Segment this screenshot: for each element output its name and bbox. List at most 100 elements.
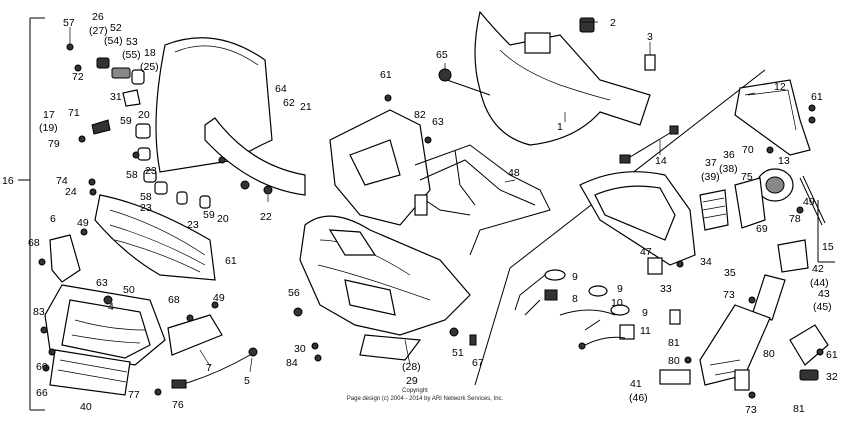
part-label[interactable]: 5	[244, 375, 250, 387]
part-label[interactable]: (44)	[810, 277, 829, 289]
part-label[interactable]: 37	[705, 157, 717, 169]
part-label[interactable]: 30	[294, 343, 306, 355]
part-label[interactable]: 61	[225, 255, 237, 267]
part-label[interactable]: 68	[168, 294, 180, 306]
part-label[interactable]: 23	[145, 165, 157, 177]
part-label[interactable]: 11	[640, 325, 651, 337]
part-label[interactable]: 70	[742, 144, 754, 156]
part-label[interactable]: 23	[187, 219, 199, 231]
part-label[interactable]: 81	[668, 337, 680, 349]
part-label[interactable]: 58	[126, 169, 138, 181]
part-label[interactable]: 35	[724, 267, 736, 279]
part-label[interactable]: 18	[144, 47, 156, 59]
part-label[interactable]: 34	[700, 256, 712, 268]
part-label[interactable]: 7	[206, 362, 212, 374]
part-label[interactable]: (39)	[701, 171, 720, 183]
part-label[interactable]: 52	[110, 22, 122, 34]
part-label[interactable]: 15	[822, 241, 834, 253]
part-label[interactable]: 21	[300, 101, 312, 113]
part-label[interactable]: 20	[138, 109, 150, 121]
part-label[interactable]: 50	[123, 284, 135, 296]
part-label[interactable]: 61	[826, 349, 838, 361]
part-label[interactable]: (55)	[122, 49, 141, 61]
part-label[interactable]: (28)	[402, 361, 421, 373]
part-label[interactable]: 83	[33, 306, 45, 318]
part-label[interactable]: 53	[126, 36, 138, 48]
part-label[interactable]: 14	[655, 155, 667, 167]
part-label[interactable]: 26	[92, 11, 104, 23]
part-label[interactable]: (54)	[104, 35, 123, 47]
part-label[interactable]: 58	[140, 191, 152, 203]
part-label[interactable]: 9	[642, 307, 648, 319]
part-label[interactable]: 47	[640, 246, 652, 258]
part-label[interactable]: 33	[660, 283, 672, 295]
part-label[interactable]: 64	[275, 83, 287, 95]
part-label[interactable]: 6	[50, 213, 56, 225]
part-label[interactable]: 3	[647, 31, 653, 43]
part-label[interactable]: 76	[172, 399, 184, 411]
part-label[interactable]: 57	[63, 17, 75, 29]
part-label[interactable]: 41	[630, 378, 642, 390]
part-label[interactable]: 16	[2, 175, 14, 187]
part-label[interactable]: 17	[43, 109, 55, 121]
part-label[interactable]: 68	[28, 237, 40, 249]
part-label[interactable]: 48	[508, 167, 520, 179]
part-label[interactable]: 8	[572, 293, 578, 305]
part-label[interactable]: 49	[803, 196, 815, 208]
part-label[interactable]: 69	[756, 223, 768, 235]
part-label[interactable]: 74	[56, 175, 68, 187]
part-label[interactable]: 62	[283, 97, 295, 109]
part-label[interactable]: 9	[617, 283, 623, 295]
part-label[interactable]: 9	[572, 271, 578, 283]
part-label[interactable]: 59	[203, 209, 215, 221]
part-label[interactable]: 75	[741, 171, 753, 183]
part-label[interactable]: (45)	[813, 301, 832, 313]
part-label[interactable]: 61	[811, 91, 823, 103]
part-label[interactable]: 43	[818, 288, 830, 300]
part-label[interactable]: 67	[472, 357, 484, 369]
part-label[interactable]: 36	[723, 149, 735, 161]
part-label[interactable]: 80	[668, 355, 680, 367]
part-label[interactable]: 60	[36, 361, 48, 373]
part-label[interactable]: 84	[286, 357, 298, 369]
part-label[interactable]: 2	[610, 17, 616, 29]
part-label[interactable]: 4	[108, 301, 114, 313]
part-label[interactable]: 61	[380, 69, 392, 81]
part-label[interactable]: 42	[812, 263, 824, 275]
part-label[interactable]: (27)	[89, 25, 108, 37]
part-label[interactable]: 81	[793, 403, 805, 415]
part-label[interactable]: 31	[110, 91, 122, 103]
part-label[interactable]: 66	[36, 387, 48, 399]
part-label[interactable]: 20	[217, 213, 229, 225]
part-label[interactable]: 63	[432, 116, 444, 128]
part-label[interactable]: 59	[120, 115, 132, 127]
part-label[interactable]: 78	[789, 213, 801, 225]
part-label[interactable]: 82	[414, 109, 426, 121]
part-label[interactable]: 63	[96, 277, 108, 289]
part-label[interactable]: (38)	[719, 163, 738, 175]
part-label[interactable]: 73	[723, 289, 735, 301]
part-label[interactable]: (46)	[629, 392, 648, 404]
part-label[interactable]: (25)	[140, 61, 159, 73]
part-label[interactable]: 40	[80, 401, 92, 413]
part-label[interactable]: 49	[77, 217, 89, 229]
part-label[interactable]: 23	[140, 202, 152, 214]
part-label[interactable]: 56	[288, 287, 300, 299]
part-label[interactable]: 73	[745, 404, 757, 416]
part-label[interactable]: 77	[128, 389, 140, 401]
part-label[interactable]: 29	[406, 375, 418, 387]
part-label[interactable]: 32	[826, 371, 838, 383]
part-label[interactable]: 79	[48, 138, 60, 150]
part-label[interactable]: 24	[65, 186, 77, 198]
part-label[interactable]: 80	[763, 348, 775, 360]
part-label[interactable]: (19)	[39, 122, 58, 134]
part-label[interactable]: 22	[260, 211, 272, 223]
part-label[interactable]: 72	[72, 71, 84, 83]
part-label[interactable]: 49	[213, 292, 225, 304]
part-label[interactable]: 65	[436, 49, 448, 61]
part-label[interactable]: 12	[774, 81, 786, 93]
part-label[interactable]: 10	[611, 297, 623, 309]
part-label[interactable]: 51	[452, 347, 464, 359]
part-label[interactable]: 1	[557, 121, 563, 133]
part-label[interactable]: 13	[778, 155, 790, 167]
